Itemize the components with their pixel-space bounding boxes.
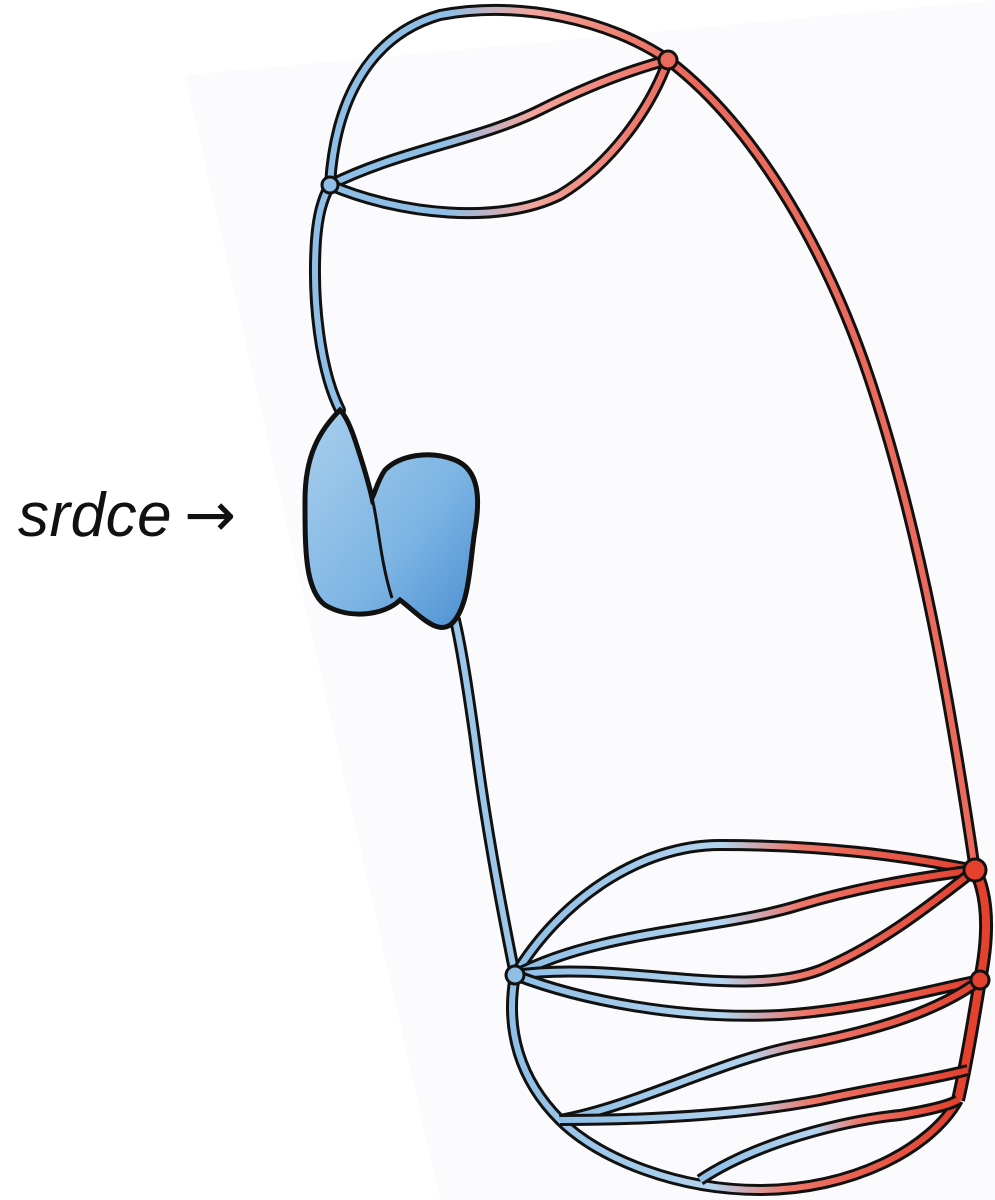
heart-label-text: srdce (18, 481, 172, 550)
heart-label: srdce→ (18, 478, 237, 551)
arrow-right-icon: → (184, 478, 236, 551)
